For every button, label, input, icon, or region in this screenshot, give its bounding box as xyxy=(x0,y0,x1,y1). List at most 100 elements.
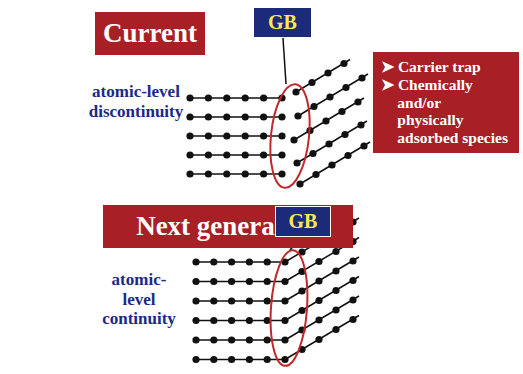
lattice-bond xyxy=(285,316,359,360)
atom-dot xyxy=(278,132,285,139)
atom-dot xyxy=(192,297,199,304)
atom-dot xyxy=(186,94,193,101)
atom-dot xyxy=(338,108,345,115)
atom-dot xyxy=(246,336,253,343)
atom-dot xyxy=(315,336,322,343)
lattice-bond xyxy=(196,261,285,263)
atom-dot xyxy=(192,258,199,265)
atom-dot xyxy=(205,170,212,177)
atom-dot xyxy=(328,161,335,168)
atom-dot xyxy=(260,113,267,120)
atom-dot xyxy=(186,151,193,158)
lattice-bond xyxy=(300,142,370,184)
atom-dot xyxy=(293,159,300,166)
title-box: Current xyxy=(95,12,205,55)
atom-dot xyxy=(228,297,235,304)
atom-dot xyxy=(186,132,193,139)
atom-dot xyxy=(332,326,339,333)
lattice-bond xyxy=(190,173,282,175)
atom-dot xyxy=(210,278,217,285)
box-text: GB xyxy=(259,11,306,34)
atom-dot xyxy=(264,278,271,285)
box-text: Current xyxy=(103,18,197,49)
atom-dot xyxy=(192,317,199,324)
atom-dot xyxy=(260,94,267,101)
atom-dot xyxy=(246,297,253,304)
atom-dot xyxy=(298,287,305,294)
atom-dot xyxy=(223,132,230,139)
atom-dot xyxy=(326,93,333,100)
atom-dot xyxy=(308,79,315,86)
lattice-bond xyxy=(296,60,350,93)
atom-dot xyxy=(349,296,356,303)
atom-dot xyxy=(192,336,199,343)
atom-dot xyxy=(325,140,332,147)
atom-dot xyxy=(357,121,364,128)
atom-dot xyxy=(205,94,212,101)
atom-dot xyxy=(296,180,303,187)
atom-dot xyxy=(315,277,322,284)
atom-dot xyxy=(223,151,230,158)
atom-dot xyxy=(210,356,217,363)
boundary-ellipse xyxy=(267,249,311,367)
atom-dot xyxy=(358,74,365,81)
lattice-bond xyxy=(190,116,282,118)
box-text: ➤ Chemically and/or physically adsorbed … xyxy=(381,76,511,147)
atom-dot xyxy=(192,356,199,363)
atom-dot xyxy=(349,316,356,323)
side-label: atomic-level continuity xyxy=(98,270,180,329)
atom-dot xyxy=(205,113,212,120)
atom-dot xyxy=(246,317,253,324)
atom-dot xyxy=(264,297,271,304)
atom-dot xyxy=(228,317,235,324)
atom-dot xyxy=(246,258,253,265)
atom-dot xyxy=(223,113,230,120)
atom-dot xyxy=(260,132,267,139)
atom-dot xyxy=(228,336,235,343)
atom-dot xyxy=(246,356,253,363)
atom-dot xyxy=(332,287,339,294)
callout-box: ➤ Carrier trap➤ Chemically and/or physic… xyxy=(373,52,519,153)
atom-dot xyxy=(242,170,249,177)
atom-dot xyxy=(264,258,271,265)
atom-dot xyxy=(341,131,348,138)
atom-dot xyxy=(342,84,349,91)
atom-dot xyxy=(264,336,271,343)
lattice-bond xyxy=(285,257,359,301)
atom-dot xyxy=(228,258,235,265)
atom-dot xyxy=(242,132,249,139)
atom-dot xyxy=(292,88,299,95)
atom-dot xyxy=(242,113,249,120)
atom-dot xyxy=(223,170,230,177)
atom-dot xyxy=(322,117,329,124)
atom-dot xyxy=(186,113,193,120)
boundary-ellipse xyxy=(266,82,315,189)
atom-dot xyxy=(210,258,217,265)
atom-dot xyxy=(349,257,356,264)
lattice-bond xyxy=(190,154,282,156)
gb-box: GB xyxy=(275,206,331,237)
atom-dot xyxy=(205,151,212,158)
atom-dot xyxy=(294,112,301,119)
atom-dot xyxy=(210,336,217,343)
leader-line xyxy=(283,38,286,84)
lattice-bond xyxy=(190,135,282,137)
atom-dot xyxy=(278,170,285,177)
atom-dot xyxy=(210,297,217,304)
atom-dot xyxy=(210,317,217,324)
atom-dot xyxy=(332,248,339,255)
atom-dot xyxy=(309,150,316,157)
atom-dot xyxy=(324,69,331,76)
lattice-bond xyxy=(196,320,285,322)
atom-dot xyxy=(228,356,235,363)
atom-dot xyxy=(360,142,367,149)
atom-dot xyxy=(260,151,267,158)
lattice-bond xyxy=(285,296,359,340)
atom-dot xyxy=(192,278,199,285)
atom-dot xyxy=(312,171,319,178)
atom-dot xyxy=(354,98,361,105)
atom-dot xyxy=(205,132,212,139)
atom-dot xyxy=(228,278,235,285)
lattice-bond xyxy=(196,359,285,361)
gb-box: GB xyxy=(253,7,312,38)
